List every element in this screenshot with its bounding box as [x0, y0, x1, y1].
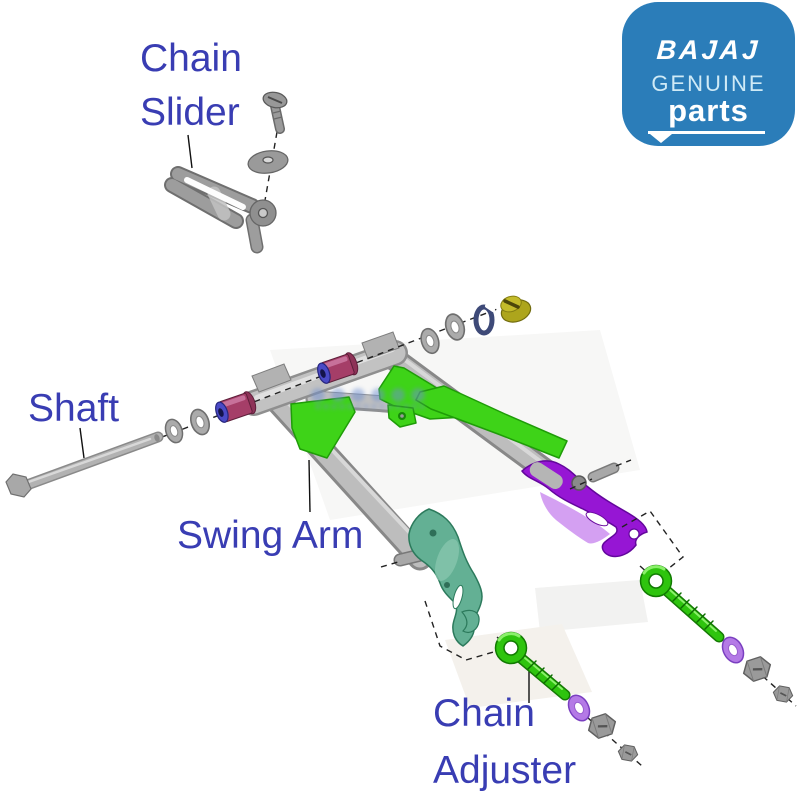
pivot-bushing — [212, 389, 259, 426]
washer — [161, 416, 187, 446]
pivot-boss-left — [251, 363, 292, 393]
left-adjuster-dash — [424, 600, 498, 661]
slider-washer-plate — [247, 150, 289, 174]
label-chain-adjuster: Chain Adjuster — [433, 685, 576, 799]
shaft-head — [5, 473, 32, 498]
logo-brand-text: BAJAJ — [655, 35, 762, 65]
label-chain-slider-line1: Chain — [140, 37, 242, 80]
chain-adjuster-left — [494, 631, 571, 701]
left-axle-bracket — [393, 508, 483, 647]
washer — [186, 406, 214, 438]
washer — [441, 310, 469, 344]
bracket-hole — [571, 475, 587, 491]
chain-slider-part — [164, 166, 277, 254]
label-chain-slider: Chain Slider — [140, 32, 242, 140]
circlip — [473, 304, 495, 336]
right-axle-bracket — [520, 460, 648, 558]
leader-lines — [79, 134, 530, 703]
label-chain-adjuster-line1: Chain — [433, 692, 535, 735]
pivot-boss-right — [361, 331, 400, 360]
adjuster-nut — [584, 710, 620, 742]
logo-parts-text: parts — [668, 93, 749, 128]
right-adjuster-dash — [621, 510, 684, 577]
logo-arrow-down-icon — [650, 134, 672, 143]
bracket-peg — [589, 464, 618, 481]
axle-nut — [500, 295, 532, 323]
slider-screw — [262, 91, 288, 134]
label-swing-arm: Swing Arm — [177, 514, 364, 557]
label-chain-slider-line2: Slider — [140, 91, 240, 134]
label-shaft: Shaft — [28, 387, 120, 430]
adjuster-nut — [739, 653, 775, 685]
logo-underline — [648, 131, 765, 134]
pivot-shaft-part — [5, 431, 164, 498]
label-chain-adjuster-line2: Adjuster — [433, 749, 577, 792]
logo-genuine-text: GENUINE — [651, 71, 766, 96]
chain-adjuster-right — [639, 564, 725, 643]
bajaj-genuine-parts-logo: BAJAJ GENUINE parts — [622, 2, 795, 146]
